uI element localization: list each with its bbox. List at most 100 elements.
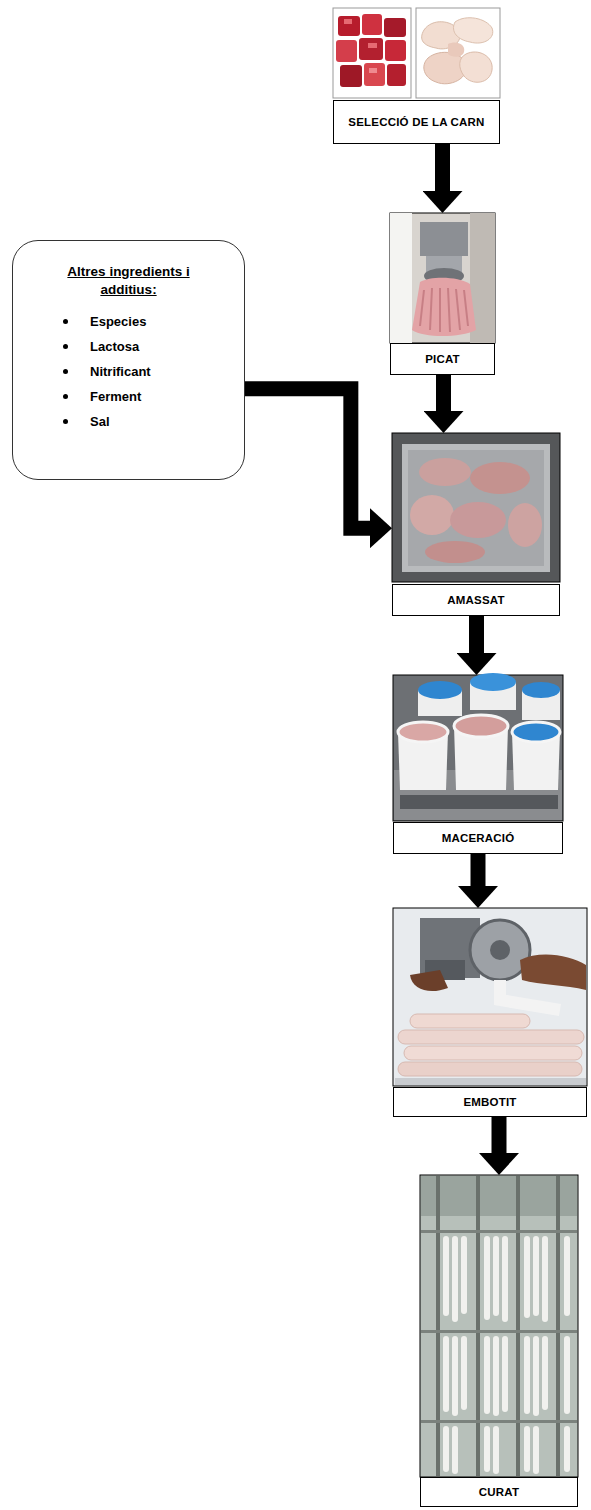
- mixer-photo-part: [470, 462, 530, 494]
- curing-room-photo-part-part: [542, 1236, 548, 1322]
- step-label-box: MACERACIÓ: [393, 822, 563, 854]
- curing-room-photo-part-part: [502, 1236, 508, 1322]
- curing-room-photo-part: [421, 1420, 577, 1423]
- ingredient-item: Nitrificant: [23, 363, 234, 380]
- meat-photo-part: [385, 40, 406, 61]
- curing-room-photo-part-part: [484, 1336, 490, 1414]
- mixer-photo-part: [392, 433, 560, 582]
- curing-room-photo-part-part: [564, 1336, 570, 1414]
- step-label-box: AMASSAT: [392, 584, 560, 616]
- bullet-dot: [63, 369, 68, 374]
- curing-room-photo-part-part: [564, 1426, 570, 1472]
- curing-room-photo-part: [516, 1176, 520, 1476]
- stuffer-photo-part: [404, 1046, 582, 1060]
- meat-photo-part: [340, 65, 362, 87]
- ingredient-item: Sal: [23, 413, 234, 430]
- buckets-photo-part: [393, 675, 563, 821]
- curing-room-photo-part: [476, 1176, 480, 1476]
- stuffer-photo-part: [410, 1014, 530, 1028]
- stuffer-photo-part: [410, 970, 448, 991]
- process-step: CURAT: [420, 1175, 578, 1507]
- ingredient-text: Especies: [90, 313, 146, 330]
- curing-room-photo-part-part: [461, 1336, 467, 1410]
- mixer-photo-part: [408, 450, 544, 566]
- ingredient-text: Ferment: [90, 388, 141, 405]
- bullet-dot: [63, 419, 68, 424]
- grinder-photo-part: [420, 288, 468, 332]
- grinder-photo-part: [390, 213, 412, 343]
- bullet-dot: [63, 319, 68, 324]
- stuffer-photo-part: [470, 920, 530, 980]
- grinder-photo-part: [420, 222, 468, 256]
- grinder-photo-part: [390, 213, 495, 343]
- step-label-box: CURAT: [420, 1477, 578, 1507]
- curing-room-photo-part-part: [461, 1236, 467, 1314]
- ingredient-text: Lactosa: [90, 338, 139, 355]
- buckets-photo-part-part: [418, 681, 462, 699]
- ingredient-text: Nitrificant: [90, 363, 151, 380]
- stuffer-photo: [393, 908, 587, 1086]
- bullet-dot: [63, 344, 68, 349]
- process-step: AMASSAT: [392, 433, 560, 616]
- step-label-box: EMBOTIT: [393, 1087, 587, 1117]
- step-label: PICAT: [395, 352, 490, 366]
- meat-photo-part: [362, 14, 382, 35]
- flow-arrow: [469, 616, 484, 653]
- curing-room-photo-part: [420, 1175, 578, 1477]
- curing-room-photo-part-part: [524, 1236, 530, 1318]
- curing-room-photo-part-part: [533, 1236, 539, 1316]
- fat-photo-part: [448, 42, 464, 56]
- stuffer-photo-part: [490, 940, 510, 960]
- curing-room-photo-part-part: [452, 1236, 458, 1322]
- flow-arrow: [492, 1117, 507, 1153]
- step-label: MACERACIÓ: [398, 831, 558, 845]
- curing-room-photo-part: [556, 1176, 560, 1476]
- curing-room-photo-part-part: [484, 1426, 490, 1472]
- curing-room-photo-part: [421, 1330, 577, 1333]
- mixer-photo-part: [450, 502, 506, 538]
- step-label-box: PICAT: [390, 343, 495, 375]
- buckets-photo-part-part: [454, 715, 508, 737]
- curing-room-photo-part-part: [564, 1236, 570, 1316]
- curing-room-photo-part: [443, 1236, 570, 1474]
- panel-heading: Altres ingredients i additius:: [54, 263, 204, 299]
- curing-room-photo-part-part: [484, 1236, 490, 1320]
- flow-arrow: [436, 375, 451, 411]
- curing-room-photo-part-part: [524, 1426, 530, 1472]
- meat-photo-part: [364, 63, 385, 86]
- buckets-photo-part-part: [400, 795, 558, 809]
- ingredient-item: Lactosa: [23, 338, 234, 355]
- curing-room-photo-part-part: [493, 1236, 499, 1316]
- curing-room-photo-part-part: [443, 1236, 449, 1316]
- ingredient-item: Ferment: [23, 388, 234, 405]
- step-label-box: SELECCIÓ DE LA CARN: [333, 100, 500, 144]
- curing-room-photo-part: [421, 1176, 577, 1216]
- curing-room-photo-part: [421, 1230, 577, 1233]
- ingredient-text: Sal: [90, 413, 110, 430]
- curing-room-photo-part-part: [443, 1336, 449, 1412]
- curing-room-photo-part-part: [493, 1426, 499, 1474]
- stuffer-photo-part: [393, 908, 587, 1086]
- step-label: SELECCIÓ DE LA CARN: [338, 115, 495, 129]
- buckets-photo-part-part: [470, 673, 516, 691]
- meat-photo-part: [359, 38, 383, 60]
- bullet-dot: [63, 394, 68, 399]
- meat-photo-part: [369, 68, 377, 73]
- curing-room-photo-part: [436, 1176, 440, 1476]
- step-label: CURAT: [425, 1485, 573, 1499]
- flow-arrow: [471, 854, 486, 886]
- curing-room-photo: [420, 1175, 578, 1477]
- process-step: EMBOTIT: [393, 908, 587, 1117]
- stuffer-photo-part: [398, 1062, 582, 1076]
- curing-room-photo-part-part: [533, 1336, 539, 1416]
- step-label: EMBOTIT: [398, 1095, 582, 1109]
- meat-photo-part: [336, 40, 357, 62]
- buckets-photo-part-part: [512, 722, 560, 742]
- mixer-photo-part: [425, 541, 485, 563]
- step-label: AMASSAT: [397, 593, 555, 607]
- curing-room-photo-part-part: [452, 1336, 458, 1416]
- meat-photo-part: [384, 18, 406, 37]
- curing-room-photo-part-part: [524, 1336, 530, 1414]
